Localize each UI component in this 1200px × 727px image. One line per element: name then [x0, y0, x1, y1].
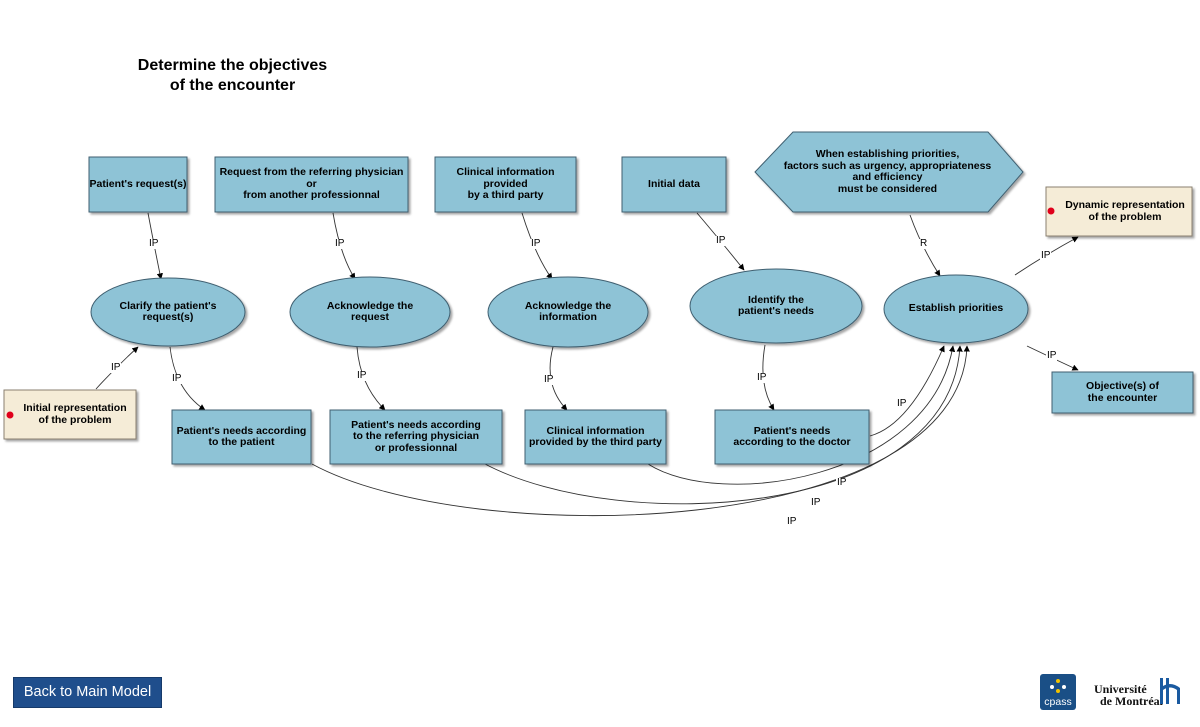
edge-referring-to-ack-request — [332, 212, 356, 280]
identify-ellipse — [689, 268, 863, 344]
universite-de-montreal-logo: Université de Montréal — [1092, 676, 1182, 710]
edge-label-ip: IP — [786, 516, 798, 527]
edge-label-ip: IP — [171, 373, 183, 384]
clarify-ellipse — [90, 277, 246, 347]
cpass-dot-icon — [1056, 689, 1060, 693]
patient-request-box — [88, 156, 188, 213]
edge-label-r: R — [919, 238, 929, 249]
edge-clarify-to-needs-patient — [169, 346, 206, 411]
edge-clinical-third-to-ack-info — [521, 212, 553, 280]
priorities-note-hexagon — [754, 131, 1024, 213]
needs-patient-box — [171, 409, 312, 465]
ack-request-ellipse — [289, 276, 451, 348]
edge-label-ip: IP — [148, 238, 160, 249]
edge-needs-doctor-to-establish — [869, 345, 945, 437]
udem-logo-line2: de Montréal — [1100, 694, 1163, 708]
edge-label-ip: IP — [836, 477, 848, 488]
edge-ack-request-to-needs-referring — [356, 346, 386, 411]
udem-logo-line1: Université — [1094, 682, 1147, 696]
initial-rep-note — [3, 389, 137, 440]
objectives-box — [1051, 371, 1194, 414]
edge-label-ip: IP — [1040, 250, 1052, 261]
edge-label-ip: IP — [530, 238, 542, 249]
cpass-dot-icon — [1050, 685, 1054, 689]
initial-rep-dot-icon — [6, 411, 14, 419]
edge-label-ip: IP — [1046, 350, 1058, 361]
edge-label-ip: IP — [896, 398, 908, 409]
edge-label-ip: IP — [110, 362, 122, 373]
clinical-provided-box — [524, 409, 667, 465]
cpass-dot-icon — [1062, 685, 1066, 689]
cpass-logo: cpass — [1040, 674, 1076, 710]
edge-label-ip: IP — [715, 235, 727, 246]
edge-label-ip: IP — [810, 497, 822, 508]
dynamic-rep-dot-icon — [1047, 207, 1055, 215]
edge-clinical-provided-to-establish — [647, 345, 956, 485]
referring-request-box — [214, 156, 409, 213]
dynamic-rep-note — [1045, 186, 1193, 237]
cpass-logo-text: cpass — [1044, 696, 1072, 708]
edge-label-ip: IP — [356, 370, 368, 381]
diagram-title: Determine the objectives of the encounte… — [137, 57, 328, 94]
edge-label-ip: IP — [756, 372, 768, 383]
back-to-main-model-button[interactable]: Back to Main Model — [13, 677, 162, 708]
udem-mark-icon — [1160, 678, 1180, 704]
edge-label-ip: IP — [334, 238, 346, 249]
initial-data-box — [621, 156, 727, 213]
ack-info-ellipse — [487, 276, 649, 348]
edge-needs-patient-to-establish — [311, 345, 970, 516]
clinical-info-third-box — [434, 156, 577, 213]
needs-referring-box — [329, 409, 503, 465]
edge-label-ip: IP — [543, 374, 555, 385]
establish-ellipse — [883, 274, 1029, 344]
needs-doctor-box — [714, 409, 870, 465]
edge-needs-referring-to-establish — [484, 345, 963, 505]
cpass-dot-icon — [1056, 679, 1060, 683]
